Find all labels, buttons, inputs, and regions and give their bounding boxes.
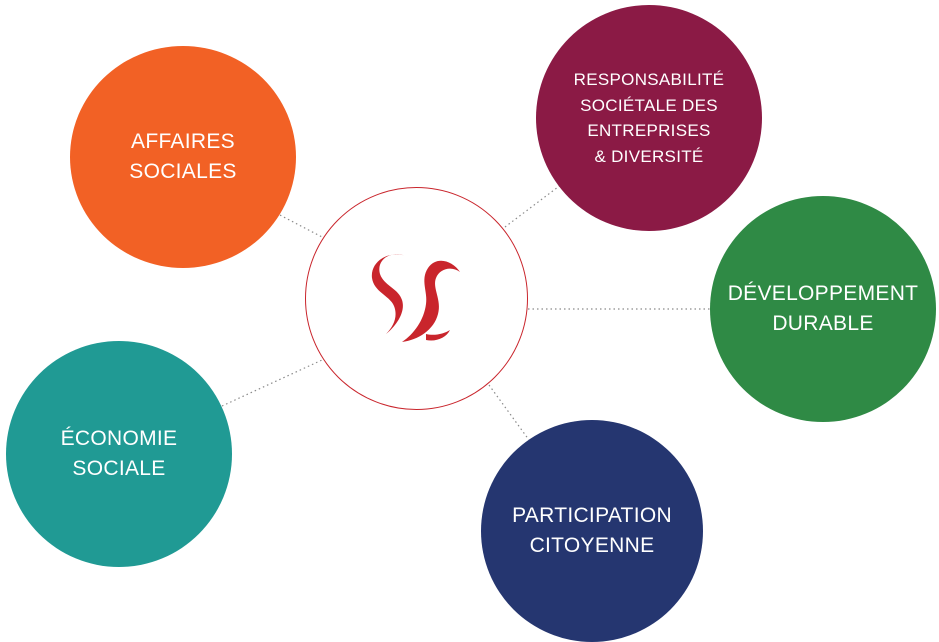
center-logo-circle[interactable] [305, 187, 528, 410]
bubble-developpement-durable-label: DÉVELOPPEMENT DURABLE [727, 281, 919, 335]
bubble-economie-sociale[interactable]: ÉCONOMIE SOCIALE [6, 341, 232, 567]
bubble-participation-citoyenne-label: PARTICIPATION CITOYENNE [512, 503, 672, 557]
bubble-rse-diversite-label: RESPONSABILITÉ SOCIÉTALE DES ENTREPRISES… [573, 70, 725, 166]
connector-participation-citoyenne [488, 384, 530, 441]
bubble-developpement-durable[interactable]: DÉVELOPPEMENT DURABLE [710, 196, 936, 422]
stylized-double-s-logo-icon [371, 253, 460, 342]
logo-left-stroke [371, 253, 406, 334]
connector-affaires-sociales [275, 212, 323, 238]
bubble-economie-sociale-label: ÉCONOMIE SOCIALE [60, 426, 178, 480]
bubble-rse-diversite[interactable]: RESPONSABILITÉ SOCIÉTALE DES ENTREPRISES… [536, 5, 762, 231]
bubble-participation-citoyenne[interactable]: PARTICIPATION CITOYENNE [481, 420, 703, 642]
logo-tail-stroke [425, 329, 450, 341]
bubble-affaires-sociales-label: AFFAIRES SOCIALES [129, 129, 237, 183]
connector-economie-sociale [221, 359, 323, 407]
logo-right-stroke [401, 260, 460, 342]
bubble-affaires-sociales[interactable]: AFFAIRES SOCIALES [70, 46, 296, 268]
connector-rse-diversite [504, 183, 563, 228]
